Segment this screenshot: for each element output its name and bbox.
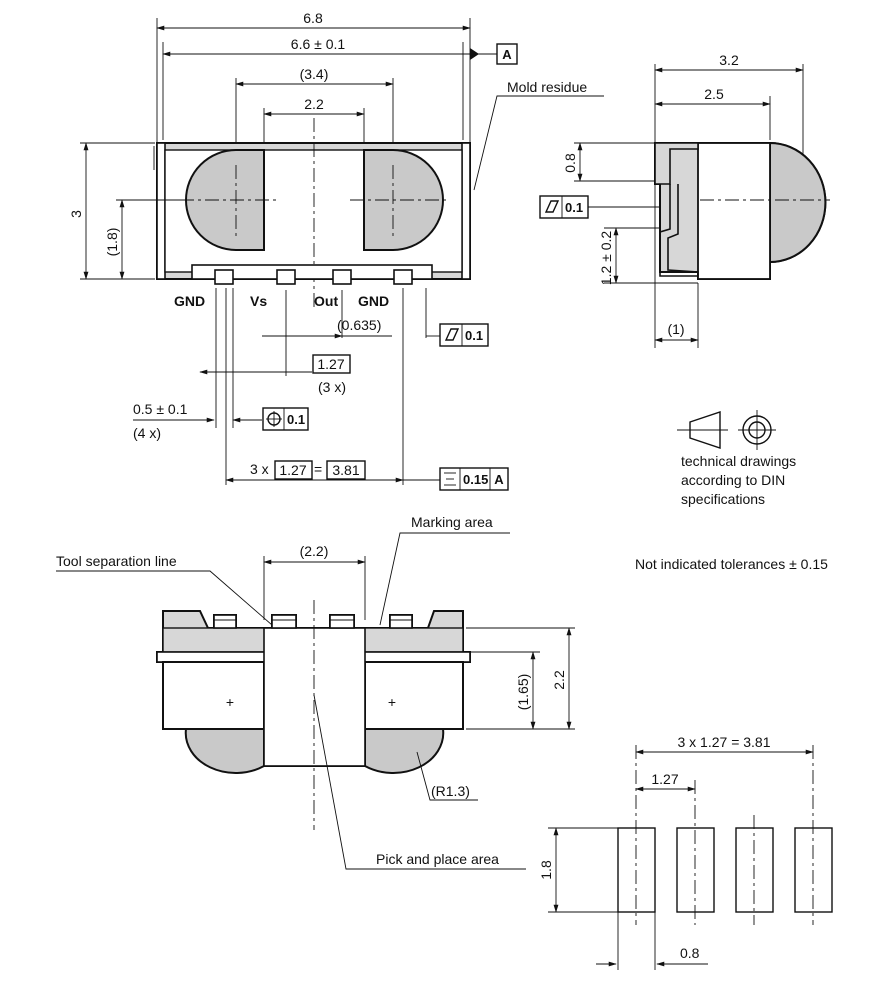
front-right-window	[364, 661, 464, 730]
notes: technical drawings according to DIN spec…	[635, 410, 828, 572]
marking-area-label: Marking area	[411, 514, 493, 530]
dim-total-pitch: 1.27	[279, 462, 306, 478]
dim-gap-label: (2.2)	[300, 543, 329, 559]
dim-pin-height-label: 1.2 ± 0.2	[598, 231, 614, 286]
symmetry-box	[439, 467, 509, 491]
front-view: Marking area Tool separation line (2.2) …	[56, 514, 575, 870]
pick-place-label: Pick and place area	[376, 851, 499, 867]
dim-overall-label: 6.8	[303, 10, 323, 26]
dim-pitch-box	[312, 354, 351, 374]
dim-total-pitch-box	[274, 460, 313, 480]
pin-label-out: Out	[314, 293, 338, 309]
dim-lens-depth-label: 2.5	[704, 86, 724, 102]
dim-footprint-pitch-label: 1.27	[651, 771, 678, 787]
dim-pin-width-label: 0.5 ± 0.1	[133, 401, 188, 417]
dim-pad-width-label: 0.8	[680, 945, 700, 961]
footprint-pad-1	[617, 827, 656, 913]
symmetry-value: 0.15	[463, 472, 488, 487]
flatness-value-top: 0.1	[465, 328, 483, 343]
dim-pin-count-label: (4 x)	[133, 425, 161, 441]
dim-pitch-count: (3 x)	[318, 379, 346, 395]
din-note-line3: specifications	[681, 491, 765, 507]
front-left-dome	[184, 728, 265, 774]
dim-lens-gap-label: 2.2	[304, 96, 324, 112]
projection-symbol	[677, 410, 776, 450]
position-value: 0.1	[287, 412, 305, 427]
front-left-window	[162, 661, 265, 730]
footprint-pad-2	[676, 827, 715, 913]
pin-label-gnd-right: GND	[358, 293, 389, 309]
dim-footprint-total-label: 3 x 1.27 = 3.81	[677, 734, 770, 750]
tool-separation-label: Tool separation line	[56, 553, 177, 569]
datum-a-box	[496, 43, 518, 65]
footprint-pad-4	[794, 827, 833, 913]
dim-depth-label: 3.2	[719, 52, 739, 68]
pin-label-vs: Vs	[250, 293, 267, 309]
dim-front-height-label: 2.2	[551, 670, 567, 690]
dim-front-lens-label: (1.65)	[515, 674, 531, 711]
dim-total-prefix: 3 x	[250, 461, 269, 477]
dim-bottom-label: (1)	[667, 321, 684, 337]
dim-total-result: 3.81	[332, 462, 359, 478]
flatness-value-side: 0.1	[565, 200, 583, 215]
mold-residue-label: Mold residue	[507, 79, 587, 95]
dim-total-eq: =	[314, 461, 322, 477]
footprint-pad-3	[735, 827, 774, 913]
symmetry-datum: A	[494, 472, 504, 487]
dim-total-result-box	[326, 460, 366, 480]
front-right-dome	[364, 728, 445, 774]
side-view: 3.2 2.5 0.8 0.1 1.2 ± 0.2 (1)	[539, 52, 830, 348]
dim-body-label: 6.6 ± 0.1	[291, 36, 346, 52]
dim-center-height-label: (1.8)	[104, 228, 120, 257]
footprint: 3 x 1.27 = 3.81 1.27 1.8 0.8	[538, 734, 833, 970]
dim-offset-label: (0.635)	[337, 317, 381, 333]
dim-pitch-label: 1.27	[317, 356, 344, 372]
dim-radius-label: (R1.3)	[431, 783, 470, 799]
top-view: 6.8 6.6 ± 0.1 A (3.4) 2.2 Mold residue	[68, 10, 604, 491]
dim-pad-height-label: 1.8	[538, 860, 554, 880]
dim-top-label: 0.8	[562, 153, 578, 173]
dim-lens-pitch-label: (3.4)	[300, 66, 329, 82]
datum-a-label: A	[502, 47, 512, 62]
pin-label-gnd-left: GND	[174, 293, 205, 309]
din-note-line2: according to DIN	[681, 472, 785, 488]
left-plus-mark: +	[226, 694, 234, 710]
din-note-line1: technical drawings	[681, 453, 796, 469]
right-plus-mark: +	[388, 694, 396, 710]
dim-height-label: 3	[68, 210, 84, 218]
tolerance-note: Not indicated tolerances ± 0.15	[635, 556, 828, 572]
